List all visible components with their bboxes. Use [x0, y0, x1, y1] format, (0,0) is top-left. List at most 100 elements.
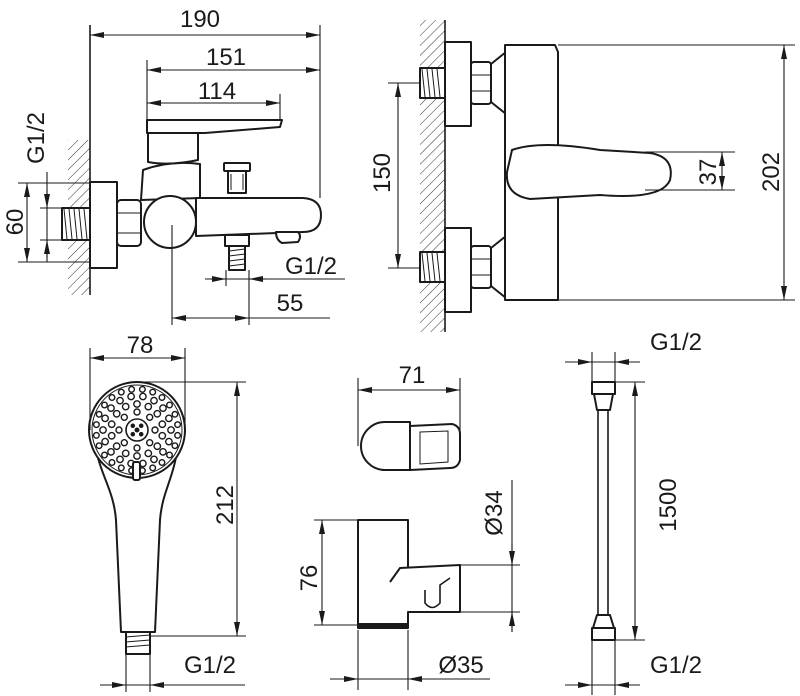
- dimension-thread: G1/2: [184, 652, 236, 679]
- spray-nozzle: [144, 449, 153, 458]
- center-cap: [125, 418, 149, 442]
- thread-lines: [421, 68, 441, 98]
- spray-nozzle: [165, 451, 173, 459]
- spray-nozzle: [150, 455, 158, 464]
- dimension-height: 76: [296, 565, 323, 592]
- spray-nozzle: [133, 400, 141, 408]
- dimension-inlet-centers: 150: [369, 153, 396, 193]
- spray-selector-button: [132, 461, 141, 481]
- spray-nozzle: [151, 426, 159, 434]
- dimension-head-width: 78: [127, 332, 154, 359]
- spray-nozzle: [117, 388, 125, 396]
- hose-nut-top: [591, 381, 616, 395]
- spray-nozzle: [120, 413, 129, 421]
- spray-nozzle: [95, 442, 103, 450]
- spray-nozzle: [158, 459, 166, 467]
- spray-nozzle: [158, 394, 166, 402]
- dimension-lever-length: 151: [206, 44, 246, 71]
- dimension-hose-length: 1500: [655, 478, 682, 531]
- hex-nut-top: [470, 61, 492, 105]
- dimension-inlet-height: 60: [2, 209, 29, 236]
- spray-nozzle: [153, 442, 162, 451]
- spray-nozzle: [117, 464, 125, 472]
- thread-lines: [125, 634, 151, 648]
- dimension-overall-length: 190: [180, 6, 220, 33]
- dimension-outlet-thread: G1/2: [285, 253, 337, 280]
- spray-nozzle: [174, 421, 182, 429]
- spray-nozzle: [130, 431, 136, 437]
- spray-nozzle: [128, 385, 136, 393]
- spray-nozzle: [101, 414, 110, 423]
- thread-lines: [63, 208, 88, 240]
- shower-hose: G1/2 1500 G1/2: [565, 329, 702, 695]
- spray-nozzle: [134, 427, 140, 433]
- spray-nozzle: [120, 439, 129, 447]
- valve-body: [143, 195, 197, 249]
- spray-nozzle: [150, 396, 158, 405]
- spray-nozzle: [112, 409, 121, 418]
- spray-nozzle: [92, 431, 100, 439]
- spray-nozzles: [92, 385, 182, 475]
- wall-holder: 71 76 Ø34 Ø35: [296, 362, 520, 690]
- thread-lines: [228, 248, 246, 267]
- cradle-clamp: [424, 577, 451, 609]
- hex-nut-faces: [471, 258, 491, 276]
- hand-shower-connector: [125, 631, 151, 655]
- spray-nozzle: [158, 420, 167, 429]
- front-view: 150 37 202: [369, 20, 795, 332]
- diverter-cap: [223, 162, 251, 172]
- hand-shower: 78 212 G1/2: [88, 332, 246, 692]
- hose-sleeve-bottom: [592, 614, 615, 629]
- spray-nozzle: [130, 423, 136, 429]
- side-view: 190 151 114 60 G1/2 G1/2 55: [2, 6, 345, 325]
- spray-nozzle: [165, 401, 173, 409]
- hex-nut-bottom: [470, 245, 492, 289]
- spray-nozzle: [101, 437, 110, 446]
- spray-nozzle: [92, 421, 100, 429]
- spray-nozzle: [133, 452, 141, 460]
- hex-nut: [116, 199, 142, 247]
- diverter-grip-lines: [230, 174, 244, 190]
- spray-nozzle: [107, 420, 116, 429]
- wall-flange-top: [444, 41, 472, 127]
- diverter-stem: [227, 170, 247, 194]
- spray-nozzle: [100, 401, 108, 409]
- spray-nozzle: [108, 459, 116, 467]
- dimension-handle-length: 114: [198, 78, 236, 105]
- dimension-bottom-thread: G1/2: [650, 652, 702, 679]
- spray-nozzle: [108, 394, 116, 402]
- spray-nozzle: [171, 442, 179, 450]
- spray-nozzle: [138, 431, 144, 437]
- dimension-inlet-thread: G1/2: [23, 112, 50, 164]
- lever-handle: [146, 119, 283, 134]
- spray-nozzle: [121, 402, 130, 411]
- hex-nut-faces: [471, 74, 491, 92]
- dimension-depth: 71: [399, 362, 426, 389]
- spray-nozzle: [138, 423, 144, 429]
- hose-sleeve-top: [593, 393, 614, 411]
- thread-lines: [421, 252, 441, 282]
- spout: [195, 197, 322, 237]
- spray-nozzle: [116, 396, 124, 405]
- dimension-base-diameter: Ø35: [438, 652, 483, 679]
- spray-nozzle: [145, 439, 154, 447]
- spray-nozzle: [99, 426, 107, 434]
- spray-nozzle: [133, 408, 141, 416]
- spray-nozzle: [95, 410, 103, 418]
- hex-nut-faces: [117, 212, 141, 234]
- spray-nozzle: [112, 442, 121, 451]
- spray-nozzle: [107, 404, 115, 412]
- cartridge-housing: [147, 132, 199, 165]
- spray-nozzle: [159, 447, 167, 456]
- wall-hatch: [420, 20, 445, 332]
- spray-nozzle: [144, 402, 153, 411]
- spray-nozzle: [158, 431, 167, 440]
- spray-nozzle: [149, 464, 157, 472]
- spray-nozzle: [174, 431, 182, 439]
- spray-nozzle: [149, 388, 157, 396]
- holder-base-bottom: [358, 623, 408, 629]
- cradle-opening: [419, 430, 449, 465]
- dimension-top-thread: G1/2: [650, 329, 702, 356]
- spray-nozzle: [167, 426, 175, 434]
